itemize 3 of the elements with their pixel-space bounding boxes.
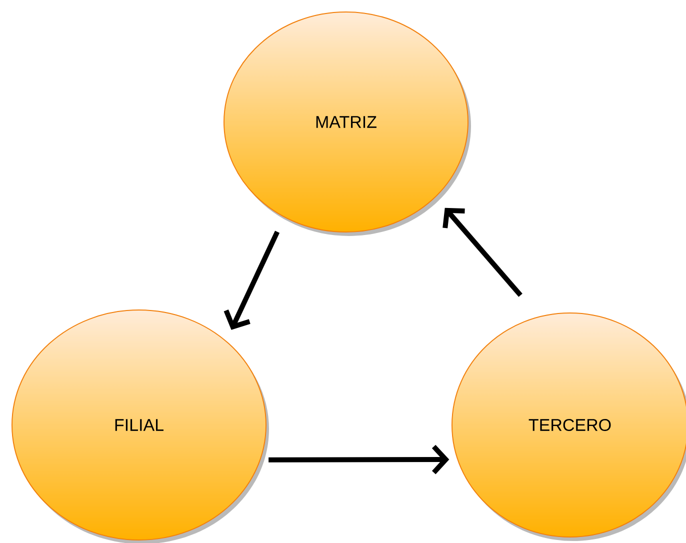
arrow bbox=[442, 208, 522, 297]
arrow bbox=[268, 444, 450, 474]
arrow bbox=[224, 230, 280, 330]
